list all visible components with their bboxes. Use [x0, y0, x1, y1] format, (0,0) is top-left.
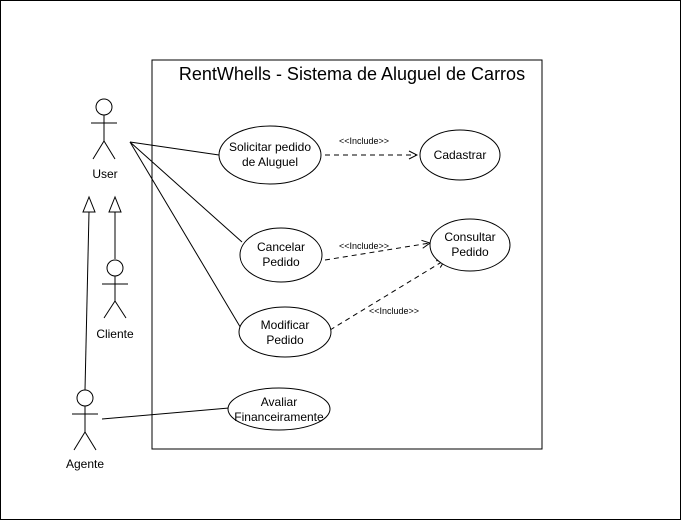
actor-label-agente: Agente [66, 457, 104, 471]
actor-agente[interactable]: Agente [66, 389, 104, 471]
include-label: <<Include>> [369, 306, 419, 316]
use-case-avaliar-financeiramente[interactable]: Avaliar Financeiramente [227, 387, 331, 431]
use-case-label: Pedido [266, 333, 304, 347]
include-modificar-consultar[interactable] [329, 260, 445, 331]
use-case-label: Pedido [451, 245, 489, 259]
association-user-cancelar[interactable] [129, 141, 243, 243]
association-user-modificar[interactable] [129, 141, 243, 331]
include-label: <<Include>> [339, 136, 389, 146]
use-case-cancelar-pedido[interactable]: Cancelar Pedido [239, 227, 323, 283]
use-case-label: Modificar [261, 318, 310, 332]
use-case-solicitar-pedido[interactable]: Solicitar pedido de Aluguel [218, 125, 322, 185]
include-label: <<Include>> [339, 241, 389, 251]
use-case-label: Cadastrar [434, 148, 487, 162]
association-agente-avaliar[interactable] [101, 407, 230, 420]
actor-label-cliente: Cliente [96, 327, 134, 341]
actor-cliente[interactable]: Cliente [96, 259, 134, 341]
use-case-label: Financeiramente [234, 410, 324, 424]
use-case-label: Cancelar [257, 240, 305, 254]
use-case-label: de Aluguel [242, 155, 298, 169]
association-user-solicitar[interactable] [129, 141, 220, 156]
actor-label-user: User [92, 167, 117, 181]
use-case-label: Pedido [262, 255, 300, 269]
system-title: RentWhells - Sistema de Aluguel de Carro… [179, 64, 525, 84]
use-case-consultar-pedido[interactable]: Consultar Pedido [429, 218, 511, 272]
use-case-label: Consultar [444, 230, 495, 244]
use-case-modificar-pedido[interactable]: Modificar Pedido [238, 306, 332, 358]
generalization-cliente-user[interactable] [108, 195, 122, 259]
use-case-label: Avaliar [261, 395, 297, 409]
use-case-cadastrar[interactable]: Cadastrar [419, 129, 501, 181]
use-case-label: Solicitar pedido [229, 140, 311, 154]
actor-user[interactable]: User [91, 98, 118, 181]
generalization-agente-user[interactable] [82, 195, 96, 391]
